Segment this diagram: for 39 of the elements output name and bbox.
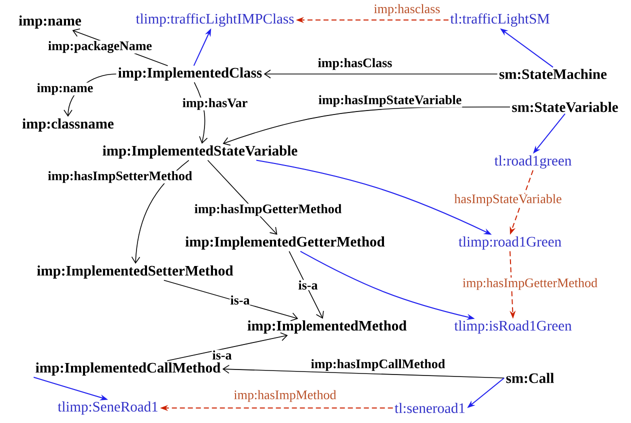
edge-label: imp:name <box>36 82 94 96</box>
resource-label: imp:name <box>18 15 82 29</box>
edge-label: imp:packageName <box>48 40 152 54</box>
resource-label: sm:StateMachine <box>499 68 607 80</box>
resource-label: imp:ImplementedClass <box>118 67 262 81</box>
resource-label: imp:ImplementedMethod <box>248 320 407 334</box>
uri-label: tl:trafficLightSM <box>450 13 550 27</box>
resource-label: imp:ImplementedGetterMethod <box>185 236 385 250</box>
edge-label: imp:hasImpStateVariable <box>318 94 462 108</box>
resource-label: imp:classname <box>22 118 114 132</box>
edge-label: imp:hasImpCallMethod <box>310 358 446 372</box>
edge-label: imp:hasVar <box>182 98 248 110</box>
arrow <box>222 364 505 378</box>
arrow <box>288 250 324 319</box>
resource-label: sm:Call <box>506 372 554 384</box>
arrow <box>166 332 288 362</box>
resource-label: imp:ImplementedStateVariable <box>102 145 298 159</box>
resource-label: sm:StateVariable <box>512 102 618 112</box>
edge-label: is-a <box>230 294 250 306</box>
uri-label: tlimp:SeneRoad1 <box>58 401 158 415</box>
edge-label: imp:hasImpSetterMethod <box>47 170 193 184</box>
uri-label: tl:road1green <box>494 155 572 169</box>
uri-label: tl:seneroad1 <box>394 402 465 414</box>
arrow <box>222 106 510 146</box>
uri-label: tlimp:road1Green <box>458 236 562 250</box>
edge-label: imp:hasclass <box>373 4 441 16</box>
edge-label: imp:hasImpMethod <box>233 390 337 402</box>
uri-label: tlimp:trafficLightIMPClass <box>136 13 294 27</box>
uri-label: tlimp:isRoad1Green <box>454 320 572 334</box>
arrow <box>163 280 298 322</box>
edge-label: is-a <box>298 280 318 290</box>
edge-label: imp:hasImpGetterMethod <box>462 278 598 290</box>
arrow <box>264 70 498 78</box>
resource-label: imp:ImplementedCallMethod <box>36 362 220 376</box>
edge-label: imp:hasImpGetterMethod <box>194 204 342 216</box>
edge-label: hasImpStateVariable <box>454 194 562 206</box>
edge-label: is-a <box>212 350 232 360</box>
resource-label: imp:ImplementedSetterMethod <box>37 265 234 279</box>
edge-label: imp:hasClass <box>317 58 393 70</box>
